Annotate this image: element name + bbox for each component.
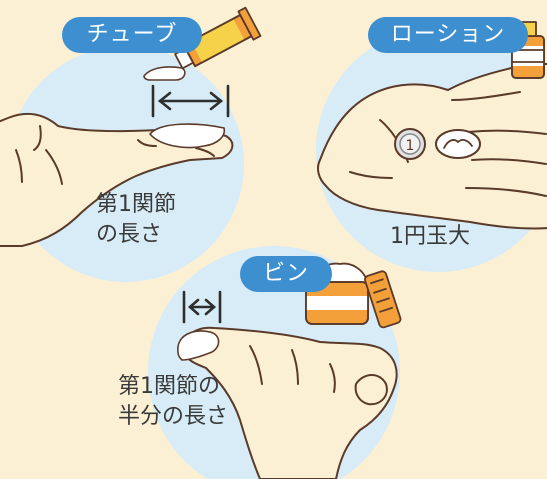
tube-label-badge: チューブ bbox=[62, 17, 202, 53]
jar-caption-line2: 半分の長さ bbox=[118, 404, 229, 429]
tube-caption-line2: の長さ bbox=[96, 222, 163, 247]
jar-label-badge: ビン bbox=[240, 256, 332, 292]
tube-cream-blob bbox=[148, 123, 226, 149]
jar-caption: 第1関節の 半分の長さ bbox=[118, 372, 228, 432]
jar-caption-line1: 第1関節の bbox=[118, 374, 220, 399]
jar-cream-blob bbox=[177, 330, 220, 361]
tube-icon bbox=[174, 6, 262, 70]
coin-number: 1 bbox=[406, 138, 415, 154]
jar-hand-icon bbox=[182, 326, 398, 479]
lotion-hand-icon bbox=[317, 63, 547, 230]
lotion-drop-icon bbox=[435, 129, 481, 159]
coin-icon: 1 bbox=[394, 128, 426, 160]
tube-measure-arrow bbox=[151, 84, 230, 118]
tube-hand-icon bbox=[0, 112, 234, 247]
cream-jar-icon bbox=[305, 262, 402, 329]
lotion-label-badge: ローション bbox=[368, 17, 528, 53]
jar-measure-arrow bbox=[182, 290, 222, 324]
tube-caption: 第1関節 の長さ bbox=[96, 190, 176, 250]
tube-squeezed-cream bbox=[143, 66, 186, 81]
lotion-caption: 1円玉大 bbox=[390, 224, 470, 249]
tube-caption-line1: 第1関節 bbox=[96, 192, 176, 217]
